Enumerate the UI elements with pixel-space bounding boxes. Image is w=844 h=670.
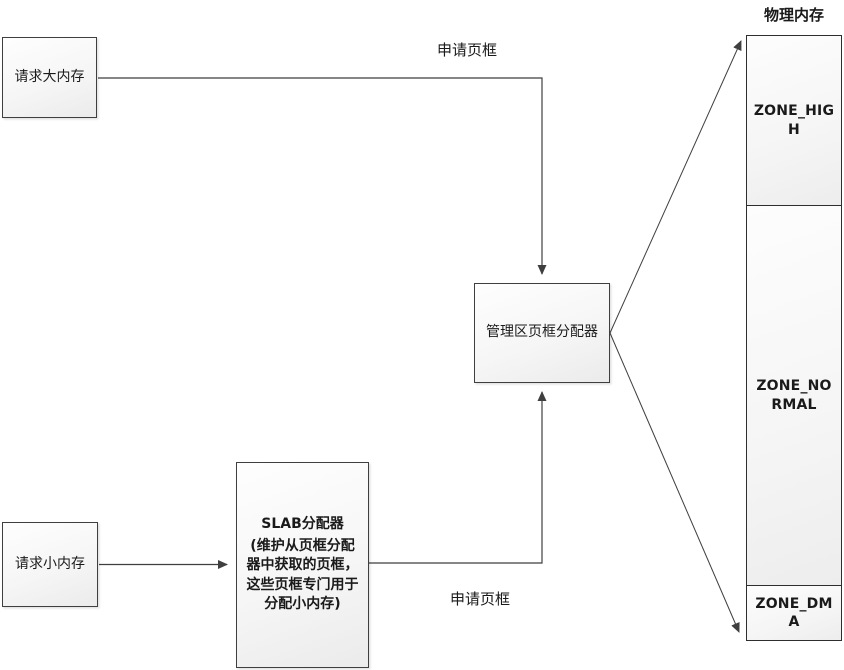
node-request-small-memory: 请求小内存 xyxy=(2,522,98,607)
node-slab-allocator: SLAB分配器 (维护从页框分配器中获取的页框，这些页框专门用于分配小内存) xyxy=(236,462,369,668)
node-slab-allocator-title: SLAB分配器 xyxy=(261,516,344,533)
physical-memory-column: ZONE_HIGH ZONE_NORMAL ZONE_DMA xyxy=(746,35,842,641)
arrow-request-large-to-allocator xyxy=(98,77,547,275)
arrow-slab-to-allocator xyxy=(369,391,547,564)
arrow-allocator-to-zone-dma xyxy=(609,332,740,633)
zone-normal-label: ZONE_NORMAL xyxy=(756,378,832,413)
zone-high-segment: ZONE_HIGH xyxy=(746,35,842,206)
physical-memory-title: 物理内存 xyxy=(763,6,824,24)
zone-high-label: ZONE_HIGH xyxy=(753,103,835,138)
node-request-large-memory: 请求大内存 xyxy=(2,37,97,118)
node-zone-page-frame-allocator: 管理区页框分配器 xyxy=(474,283,610,383)
zone-normal-segment: ZONE_NORMAL xyxy=(746,205,842,586)
node-slab-allocator-description: (维护从页框分配器中获取的页框，这些页框专门用于分配小内存) xyxy=(246,537,359,613)
node-request-small-memory-label: 请求小内存 xyxy=(15,555,85,572)
node-request-large-memory-label: 请求大内存 xyxy=(14,68,85,85)
edge-label-request-page-frames-bottom: 申请页框 xyxy=(450,590,511,608)
arrow-allocator-to-zone-high xyxy=(609,40,742,334)
zone-dma-label: ZONE_DMA xyxy=(755,595,833,630)
node-zone-page-frame-allocator-label: 管理区页框分配器 xyxy=(486,324,598,341)
zone-dma-segment: ZONE_DMA xyxy=(746,585,842,641)
edge-label-request-page-frames-top: 申请页框 xyxy=(437,41,498,59)
